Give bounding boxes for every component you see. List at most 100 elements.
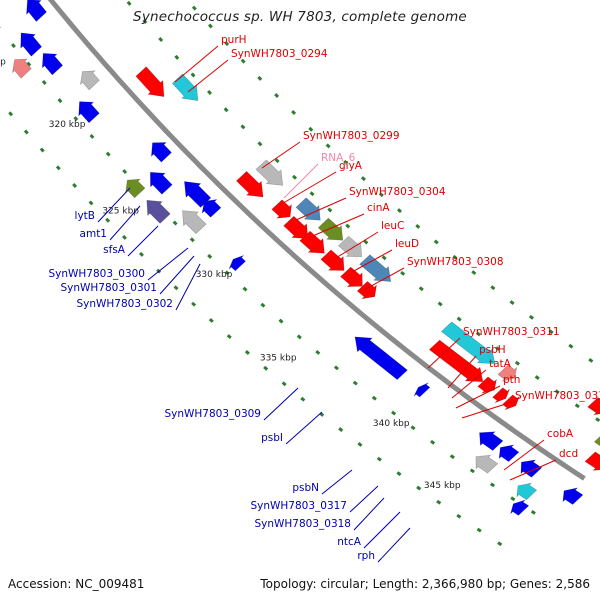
forward-gene-feature[interactable] bbox=[340, 266, 363, 287]
reverse-gene-label[interactable]: lytB bbox=[75, 210, 95, 222]
scale-tick bbox=[357, 441, 363, 447]
forward-gene-label[interactable]: leuD bbox=[395, 238, 419, 250]
forward-gene-label[interactable]: psbH bbox=[479, 344, 506, 356]
reverse-gene-label[interactable]: SynWH7803_0309 bbox=[164, 408, 261, 420]
forward-gene-feature[interactable] bbox=[497, 364, 518, 382]
forward-gene-feature[interactable] bbox=[255, 159, 284, 186]
rna-gene-label[interactable]: RNA_6 bbox=[321, 152, 356, 164]
scale-tick bbox=[416, 485, 422, 491]
scale-tick bbox=[449, 454, 455, 460]
forward-gene-feature[interactable] bbox=[587, 397, 600, 416]
forward-gene-feature[interactable] bbox=[283, 215, 309, 239]
reverse-gene-feature[interactable] bbox=[201, 199, 222, 218]
reverse-gene-label[interactable]: psbI bbox=[261, 432, 283, 444]
scale-tick bbox=[378, 192, 384, 198]
forward-gene-feature[interactable] bbox=[492, 387, 510, 403]
reverse-gene-label[interactable]: SynWH7803_0318 bbox=[254, 518, 351, 530]
scale-tick bbox=[338, 427, 344, 432]
forward-gene-label[interactable]: tatA bbox=[489, 358, 512, 370]
reverse-gene-feature[interactable] bbox=[20, 32, 43, 57]
forward-gene-label[interactable]: SynWH7803_0316 bbox=[515, 390, 600, 402]
reverse-gene-feature[interactable] bbox=[516, 482, 538, 501]
scale-tick bbox=[11, 43, 16, 49]
reverse-gene-feature[interactable] bbox=[520, 459, 543, 478]
reverse-gene-feature[interactable] bbox=[475, 454, 499, 474]
scale-tick bbox=[568, 343, 574, 349]
scale-tick bbox=[436, 499, 442, 505]
forward-gene-feature[interactable] bbox=[440, 321, 496, 365]
reverse-gene-feature[interactable] bbox=[146, 199, 171, 224]
reverse-gene-feature[interactable] bbox=[12, 58, 32, 79]
scale-tick bbox=[226, 334, 232, 340]
reverse-gene-feature[interactable] bbox=[26, 0, 47, 22]
forward-gene-label[interactable]: SynWH7803_0294 bbox=[231, 48, 328, 60]
reverse-gene-feature[interactable] bbox=[228, 255, 246, 272]
forward-gene-label[interactable]: leuC bbox=[381, 220, 404, 232]
forward-gene-label[interactable]: purH bbox=[221, 34, 247, 46]
reverse-gene-label[interactable]: SynWH7803_0302 bbox=[76, 298, 173, 310]
forward-gene-feature[interactable] bbox=[135, 66, 165, 97]
reverse-gene-feature[interactable] bbox=[41, 53, 64, 76]
reverse-gene-feature[interactable] bbox=[562, 487, 584, 505]
forward-gene-label[interactable]: cobA bbox=[547, 428, 574, 440]
forward-gene-feature[interactable] bbox=[235, 170, 264, 198]
reverse-gene-label[interactable]: psbN bbox=[292, 482, 319, 494]
scale-tick bbox=[72, 182, 78, 188]
forward-gene-feature[interactable] bbox=[317, 217, 344, 241]
reverse-gene-label[interactable]: SynWH7803_0317 bbox=[250, 500, 347, 512]
reverse-gene-feature[interactable] bbox=[184, 181, 212, 208]
forward-gene-feature[interactable] bbox=[428, 339, 484, 383]
reverse-gene-label[interactable]: SynWH7803_0301 bbox=[60, 282, 157, 294]
reverse-gene-feature[interactable] bbox=[354, 336, 408, 380]
scale-tick bbox=[371, 395, 377, 401]
reverse-gene-feature[interactable] bbox=[149, 171, 173, 195]
reverse-gene-feature[interactable] bbox=[498, 444, 520, 462]
forward-gene-label[interactable]: glyA bbox=[339, 160, 363, 172]
reverse-gene-label[interactable]: ntcA bbox=[337, 536, 362, 548]
forward-gene-feature[interactable] bbox=[320, 249, 345, 271]
forward-gene-label[interactable]: SynWH7803_0311 bbox=[463, 326, 560, 338]
forward-gene-feature[interactable] bbox=[171, 73, 199, 101]
scale-tick bbox=[391, 410, 397, 416]
reverse-gene-label[interactable]: sfsA bbox=[103, 244, 126, 256]
reverse-gene-label[interactable]: rph bbox=[357, 550, 375, 562]
reverse-gene-feature[interactable] bbox=[78, 101, 100, 124]
scale-tick bbox=[415, 223, 421, 229]
forward-gene-label[interactable]: cinA bbox=[367, 202, 390, 214]
scale-tick bbox=[509, 300, 515, 305]
reverse-gene-feature[interactable] bbox=[151, 142, 172, 163]
reverse-gene-label[interactable]: SynWH7803_0300 bbox=[48, 268, 145, 280]
reverse-gene-feature[interactable] bbox=[182, 210, 207, 235]
forward-gene-label[interactable]: pth bbox=[503, 374, 520, 386]
forward-gene-feature[interactable] bbox=[359, 254, 392, 282]
forward-gene-feature[interactable] bbox=[584, 451, 600, 471]
reverse-gene-feature[interactable] bbox=[479, 431, 504, 451]
scale-tick bbox=[224, 270, 230, 276]
forward-gene-label[interactable]: SynWH7803_0299 bbox=[303, 130, 400, 142]
reverse-gene-feature[interactable] bbox=[79, 70, 100, 91]
forward-gene-feature[interactable] bbox=[337, 235, 363, 258]
leader-line bbox=[321, 469, 353, 495]
forward-gene-feature[interactable] bbox=[295, 197, 321, 221]
scale-tick bbox=[174, 54, 180, 60]
forward-gene-label[interactable]: SynWH7803_0304 bbox=[349, 186, 446, 198]
forward-gene-feature[interactable] bbox=[593, 432, 600, 451]
forward-gene-feature[interactable] bbox=[299, 230, 325, 254]
scale-tick bbox=[456, 316, 462, 322]
reverse-gene-label[interactable]: amt1 bbox=[80, 228, 107, 240]
forward-gene-label[interactable]: SynWH7803_0308 bbox=[407, 256, 504, 268]
leader-line bbox=[351, 249, 393, 273]
scale-tick bbox=[489, 482, 496, 488]
scale-tick bbox=[207, 253, 213, 259]
reverse-gene-feature[interactable] bbox=[413, 382, 431, 398]
scale-tick bbox=[260, 302, 266, 308]
forward-gene-label[interactable]: dcd bbox=[559, 448, 578, 460]
forward-gene-feature[interactable] bbox=[477, 376, 497, 394]
scale-tick bbox=[437, 301, 443, 307]
forward-gene-feature[interactable] bbox=[271, 199, 292, 219]
kbp-scale-label: 345 kbp bbox=[424, 481, 461, 491]
scale-tick bbox=[39, 147, 45, 153]
reverse-gene-feature[interactable] bbox=[125, 178, 146, 199]
scale-tick bbox=[105, 217, 111, 223]
reverse-gene-feature[interactable] bbox=[510, 499, 530, 516]
